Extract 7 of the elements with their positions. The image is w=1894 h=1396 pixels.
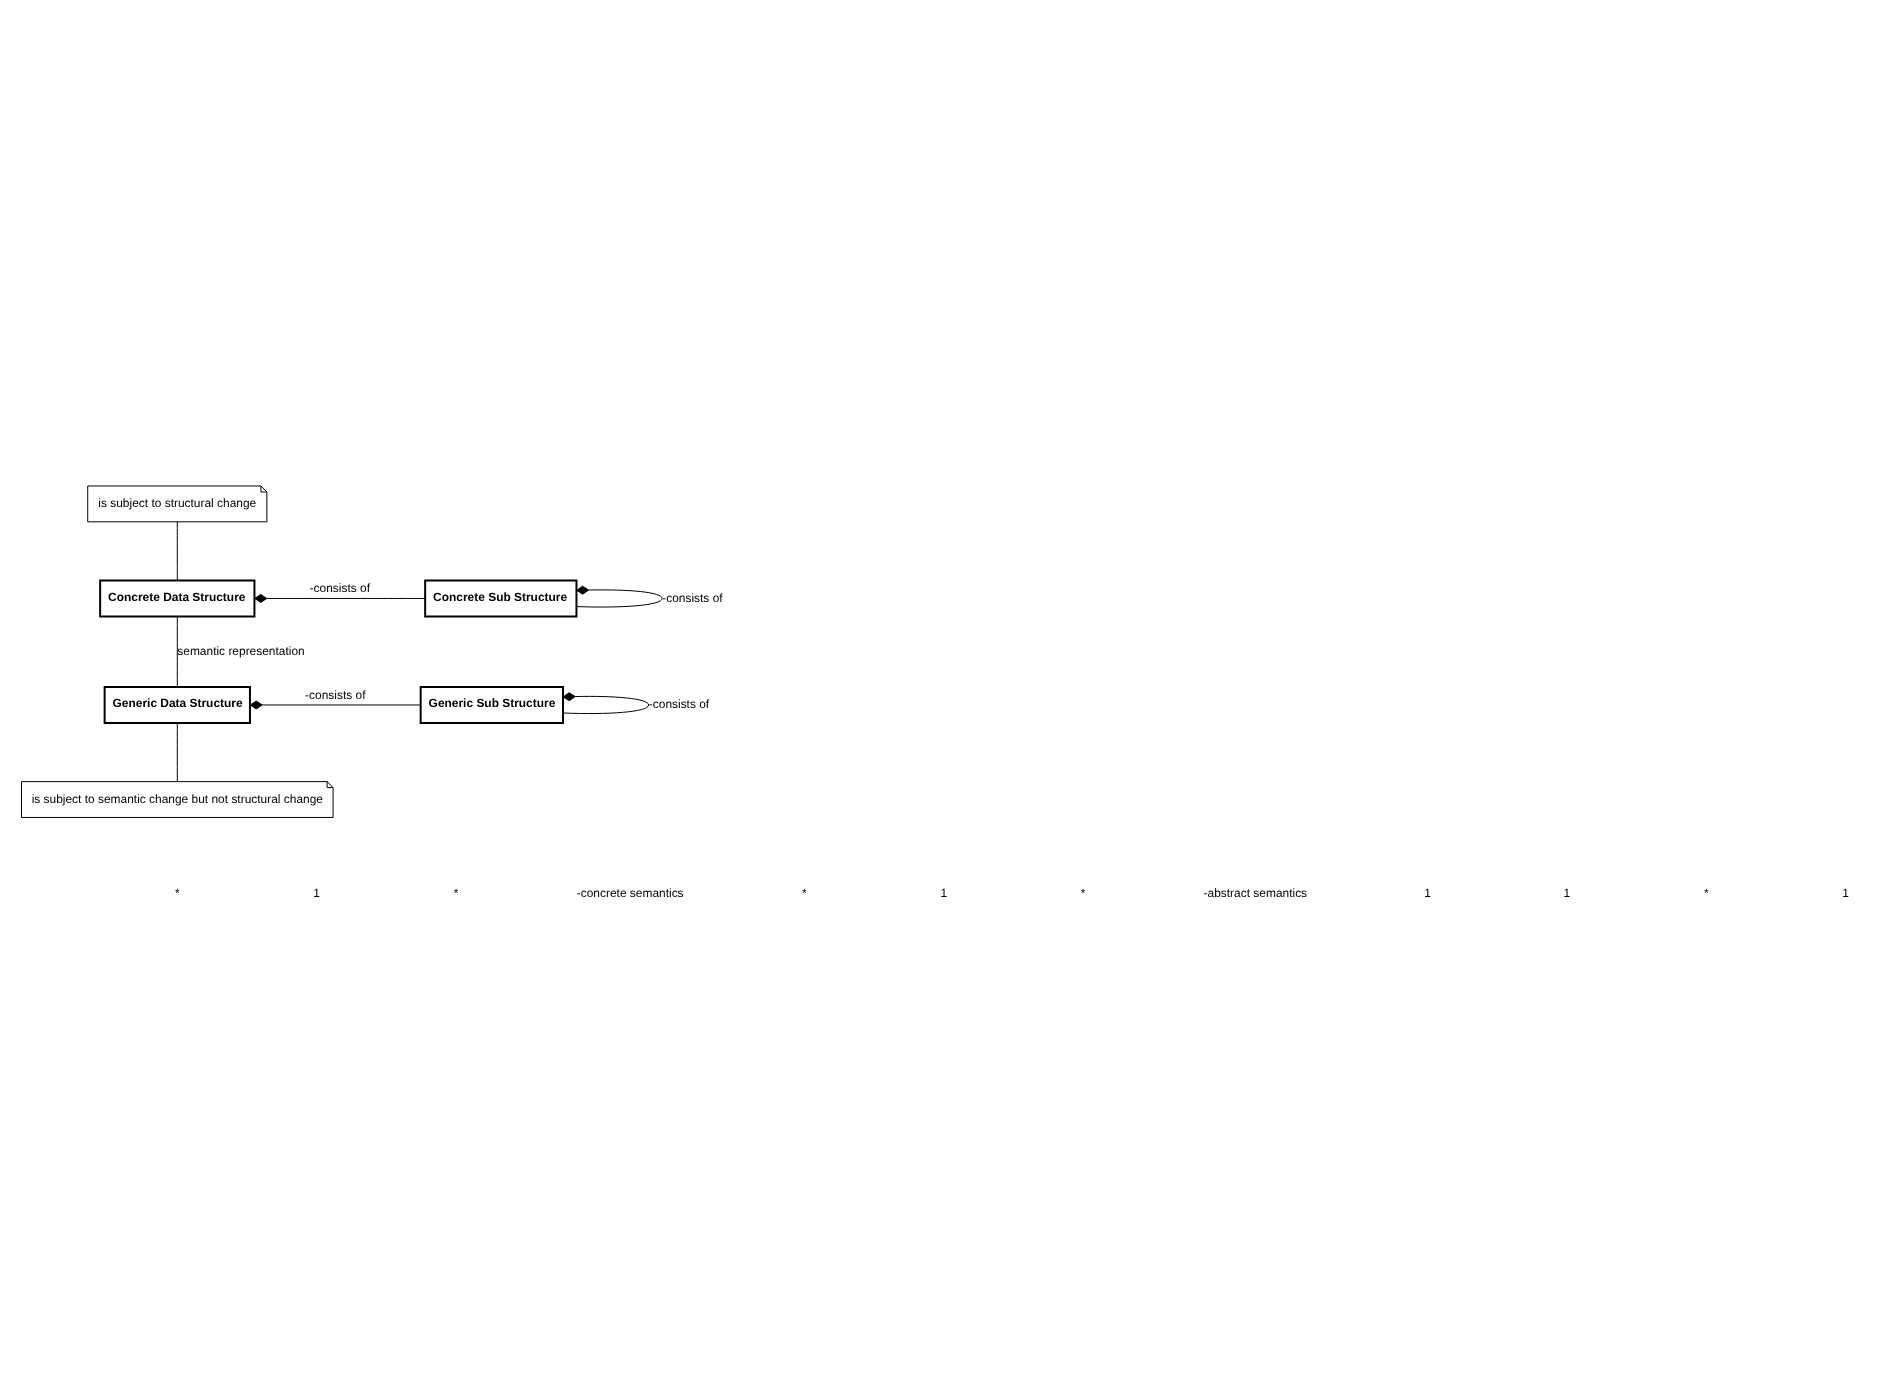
connector	[254, 593, 426, 602]
connector	[576, 584, 663, 607]
connector	[176, 615, 178, 687]
connector	[176, 721, 178, 781]
connector	[176, 520, 178, 580]
connector	[249, 699, 422, 709]
connector	[562, 691, 650, 714]
